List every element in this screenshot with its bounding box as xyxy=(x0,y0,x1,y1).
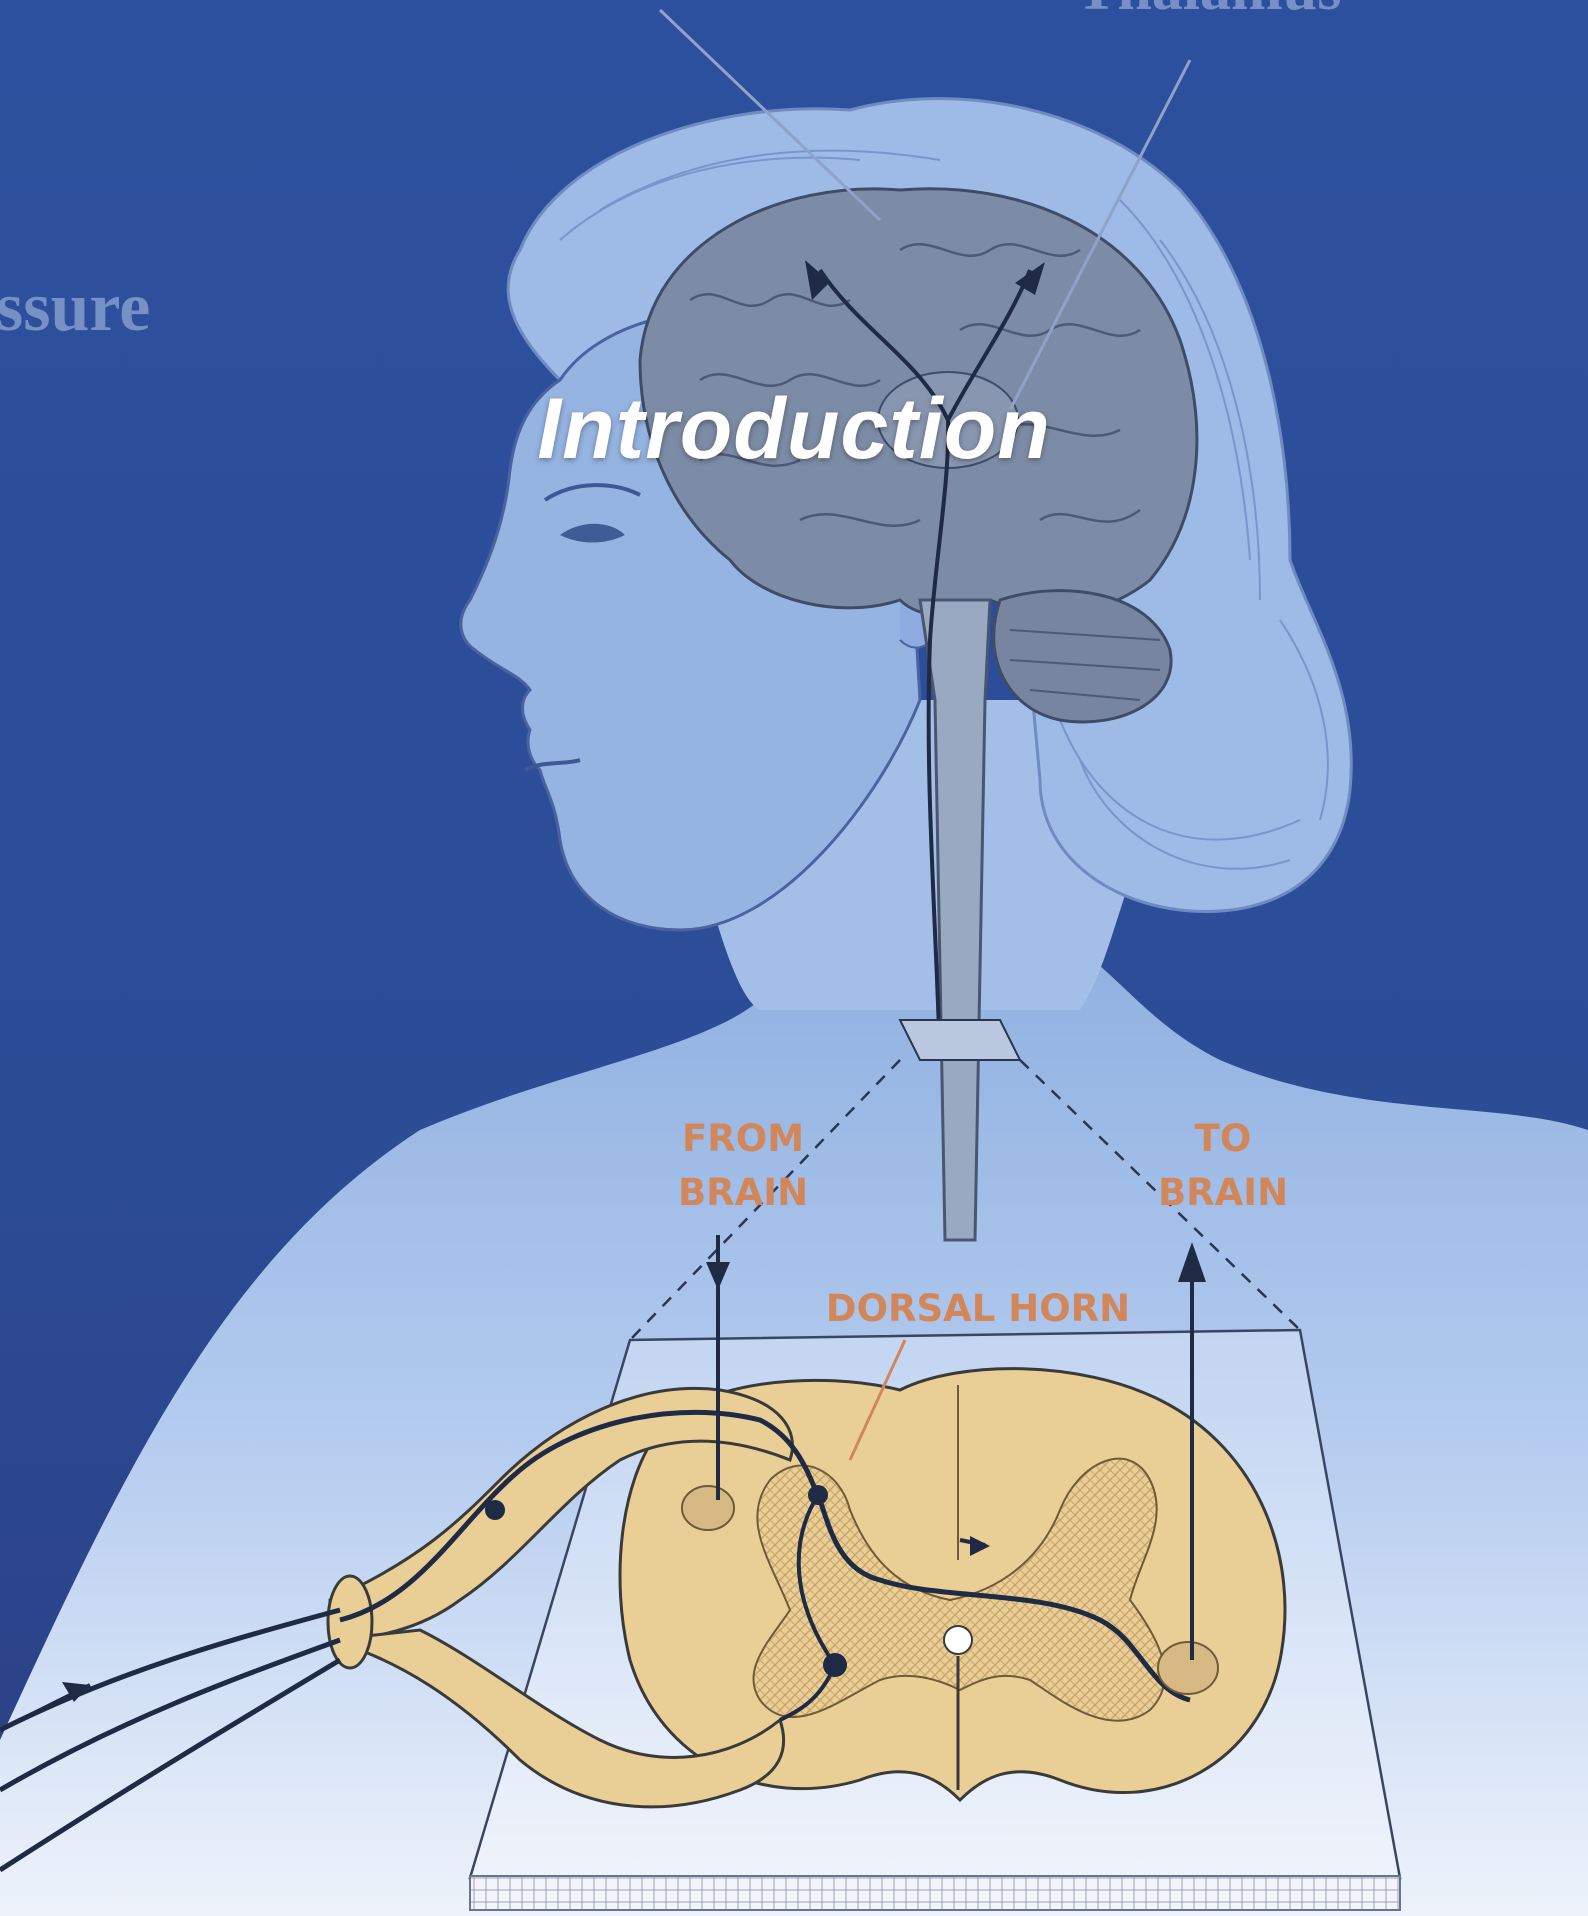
descending-tract xyxy=(682,1486,734,1530)
slide-title: Introduction xyxy=(0,380,1588,479)
section-marker xyxy=(900,1020,1020,1060)
ganglion-cell xyxy=(485,1500,505,1520)
label-to-brain: TO BRAIN xyxy=(1138,1112,1308,1220)
label-dorsal-horn: DORSAL HORN xyxy=(818,1282,1138,1336)
spinal-nerve-end xyxy=(328,1576,372,1668)
label-from-brain: FROM BRAIN xyxy=(668,1112,818,1220)
ascending-tract xyxy=(1158,1642,1218,1694)
plate-edge xyxy=(470,1876,1400,1910)
partial-label-left: ssure xyxy=(0,268,150,348)
partial-label-thalamus: Thalamus xyxy=(1076,0,1341,25)
central-canal xyxy=(944,1626,972,1654)
